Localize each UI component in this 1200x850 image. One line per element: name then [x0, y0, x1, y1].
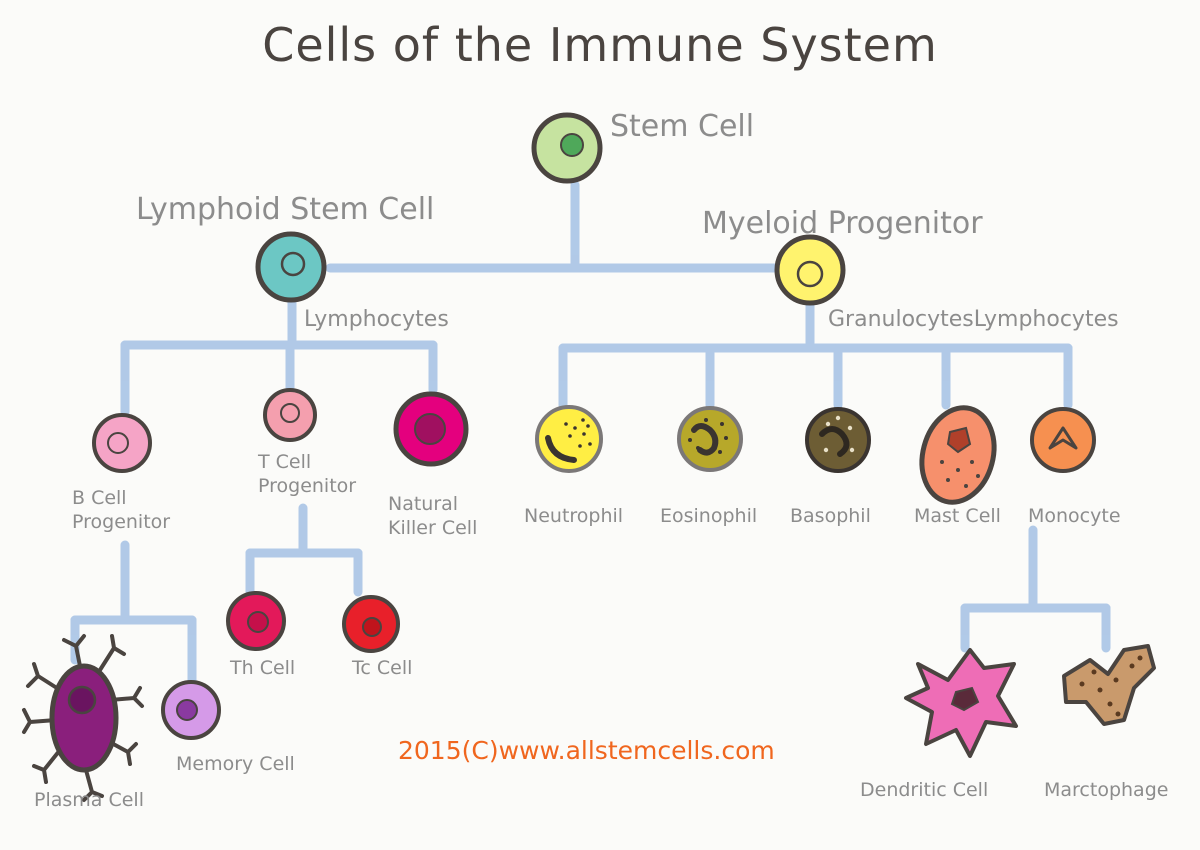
dendritic-cell-icon	[904, 648, 1018, 758]
eosinophil-icon	[677, 406, 743, 472]
connector-lines	[70, 180, 1111, 685]
th-cell-icon	[226, 591, 286, 651]
memory-cell-icon	[161, 680, 221, 740]
lymphoid-stem-cell-icon	[255, 231, 327, 303]
monocyte-icon	[1030, 407, 1096, 473]
label-t-cell-progenitor-line2: Progenitor	[258, 475, 357, 497]
label-natural-killer-line1: Natural	[388, 493, 459, 515]
label-mast-cell: Mast Cell	[914, 505, 1001, 527]
label-granulocytes-lymphocytes: GranulocytesLymphocytes	[828, 307, 1119, 332]
label-dendritic-cell: Dendritic Cell	[860, 779, 989, 801]
myeloid-progenitor-icon	[774, 234, 846, 306]
stem-cell-icon	[531, 112, 603, 184]
credit-text: 2015(C)www.allstemcells.com	[398, 736, 775, 765]
macrophage-icon	[1062, 644, 1156, 726]
label-natural-killer-line2: Killer Cell	[388, 517, 478, 539]
neutrophil-icon	[535, 405, 603, 473]
basophil-icon	[805, 407, 871, 473]
b-cell-progenitor-icon	[92, 413, 152, 473]
label-lymphoid-stem-cell: Lymphoid Stem Cell	[136, 192, 435, 227]
natural-killer-cell-icon	[393, 391, 469, 467]
label-b-cell-progenitor-line1: B Cell	[72, 487, 127, 509]
label-eosinophil: Eosinophil	[660, 505, 758, 527]
label-monocyte: Monocyte	[1028, 505, 1121, 527]
mast-cell-icon	[919, 405, 997, 505]
label-t-cell-progenitor-line1: T Cell	[258, 451, 312, 473]
label-myeloid-progenitor: Myeloid Progenitor	[702, 206, 983, 241]
label-tc-cell: Tc Cell	[352, 657, 413, 679]
label-stem-cell: Stem Cell	[610, 109, 755, 144]
label-b-cell-progenitor-line2: Progenitor	[72, 511, 171, 533]
label-th-cell: Th Cell	[230, 657, 296, 679]
plasma-cell-icon	[22, 634, 144, 802]
label-neutrophil: Neutrophil	[524, 505, 624, 527]
label-memory-cell: Memory Cell	[176, 753, 295, 775]
t-cell-progenitor-icon	[263, 388, 317, 442]
tc-cell-icon	[342, 595, 400, 653]
label-macrophage: Marctophage	[1044, 779, 1169, 801]
label-lymphocytes: Lymphocytes	[304, 307, 449, 332]
label-basophil: Basophil	[790, 505, 871, 527]
label-plasma-cell: Plasma Cell	[34, 789, 144, 811]
diagram-title: Cells of the Immune System	[262, 18, 938, 72]
